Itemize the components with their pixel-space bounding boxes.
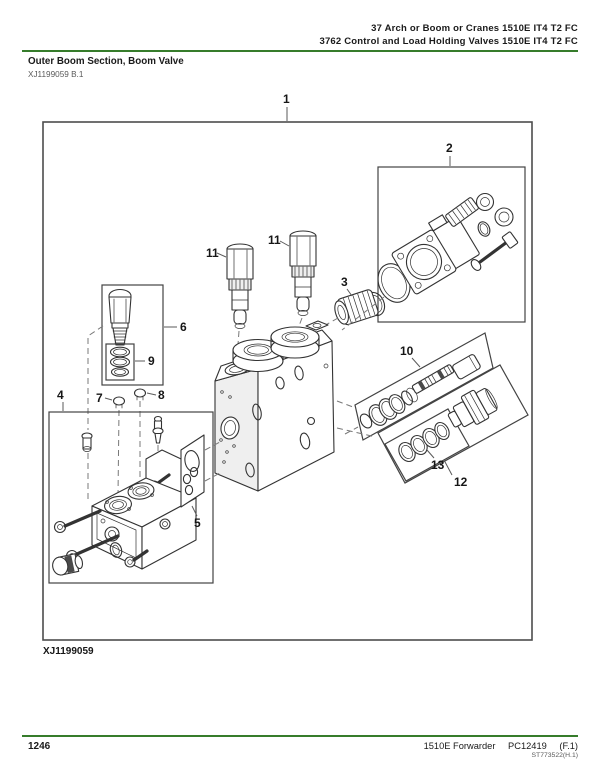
svg-text:10: 10	[400, 344, 414, 358]
top-port-1	[104, 495, 132, 515]
page-number: 1246	[28, 741, 51, 752]
small-plug	[81, 432, 93, 452]
section-title: Outer Boom Section, Boom Valve	[28, 56, 184, 67]
projection-line	[87, 325, 104, 430]
spring	[445, 197, 479, 227]
figure-caption: XJ1199059	[43, 646, 94, 657]
svg-text:7: 7	[96, 391, 103, 405]
port-boss-rear	[270, 326, 320, 359]
svg-text:12: 12	[454, 475, 468, 489]
callout-1: 1	[283, 92, 290, 121]
svg-text:3: 3	[341, 275, 348, 289]
header-rule	[22, 50, 578, 52]
manifold-block	[91, 449, 197, 570]
grease-fitting	[152, 415, 164, 462]
group-4-manifold-assembly: 4	[48, 388, 221, 584]
spool-spring	[411, 364, 455, 394]
footer-model: 1510E Forwarder	[423, 741, 496, 751]
svg-text:1: 1	[283, 92, 290, 106]
group-9-seal-kit: 9	[105, 343, 155, 381]
plug-8: 8	[133, 388, 165, 484]
washer	[109, 542, 123, 558]
relief-valve-cartridge	[108, 288, 132, 346]
footer-right: 1510E Forwarder PC12419 (F.1) ST773522(H…	[424, 741, 578, 759]
group-10-spool-assembly: 10	[344, 332, 494, 441]
projection-line	[336, 400, 354, 408]
figure-reference: XJ1199059 B.1	[28, 70, 84, 79]
svg-text:11: 11	[268, 233, 281, 247]
svg-text:6: 6	[180, 320, 187, 334]
end-cap-housing	[391, 214, 480, 295]
footer-revision: (F.1)	[559, 741, 578, 751]
valve-body	[214, 320, 335, 492]
mount-bolt-1	[53, 509, 102, 534]
footer-rule	[22, 735, 578, 737]
plug-small	[475, 192, 514, 227]
svg-text:2: 2	[446, 141, 453, 155]
svg-text:8: 8	[158, 388, 165, 402]
svg-text:4: 4	[57, 388, 64, 402]
group-12-section-kit: 13 12	[377, 364, 529, 489]
plug-7: 7	[96, 391, 126, 497]
svg-text:11: 11	[206, 246, 219, 260]
header-section-ref: 37 Arch or Boom or Cranes 1510E IT4 T2 F…	[371, 23, 578, 34]
spool-cap	[452, 354, 481, 380]
projection-line	[336, 427, 377, 438]
o-ring-small	[477, 221, 491, 237]
footer-doc-code: ST773522(H.1)	[531, 752, 578, 759]
group-6-relief-valve: 6	[101, 284, 187, 386]
knob-plug	[52, 553, 84, 576]
diagram-border	[42, 121, 533, 641]
svg-text:5: 5	[194, 516, 201, 530]
pilot-valve-left: 11	[206, 243, 254, 359]
check-cartridge	[447, 388, 498, 428]
svg-text:13: 13	[431, 458, 445, 472]
header-group-ref: 3762 Control and Load Holding Valves 151…	[319, 36, 578, 47]
plug-3: 3	[321, 275, 379, 328]
gasket-plate-5: 5	[180, 434, 221, 530]
projection-line	[341, 296, 385, 331]
top-port-2	[127, 482, 155, 500]
group-2-end-cap-assembly: 2	[377, 141, 526, 323]
small-bolt	[124, 549, 149, 568]
bolt	[470, 231, 519, 271]
group-13-seal-kit	[384, 408, 470, 482]
svg-text:9: 9	[148, 354, 155, 368]
pilot-valve-right: 11	[268, 230, 317, 335]
footer-catalog: PC12419	[508, 741, 547, 751]
